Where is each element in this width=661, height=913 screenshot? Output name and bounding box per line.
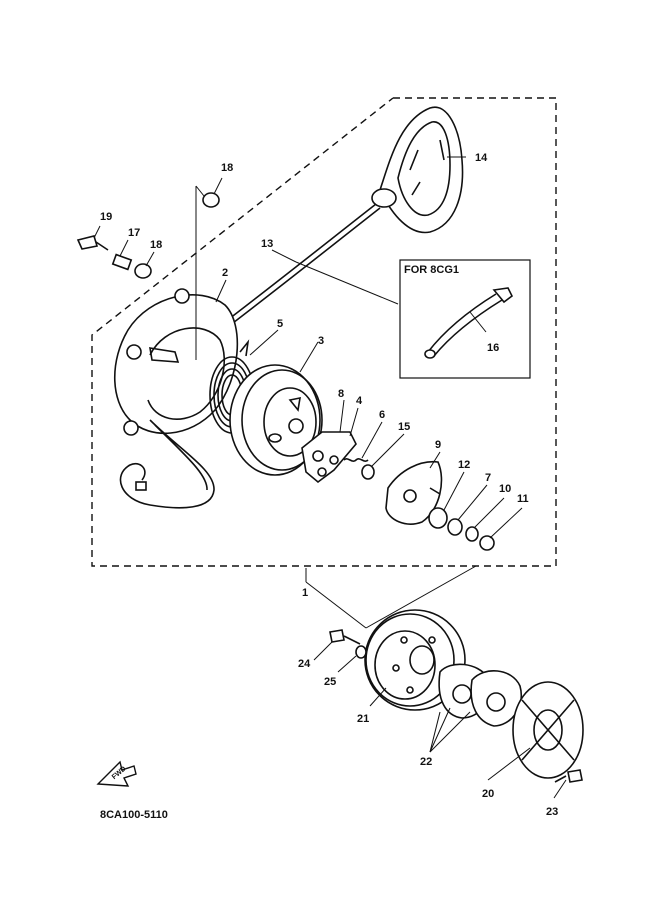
part-23-screw [554,769,583,783]
inset-box [399,259,531,379]
part-18-grommet-lower [134,263,152,279]
callout-3: 3 [318,335,324,347]
part-2-housing [113,288,239,509]
callout-9: 9 [435,439,441,451]
callout-20: 20 [482,788,494,800]
callout-18-upper: 18 [221,162,233,174]
callout-14: 14 [475,152,488,164]
callout-10: 10 [499,483,511,495]
callout-16: 16 [487,342,499,354]
part-15-washer [361,464,375,480]
part-17-collar [111,253,133,271]
callout-8: 8 [338,388,344,400]
fwd-arrow-icon: FWD [96,760,137,787]
assembly-boundary [91,97,557,567]
callout-15: 15 [398,421,410,433]
part-19-bolt [76,235,109,251]
part-10-washer [465,526,479,542]
reference-code: 8CA100-5110 [100,809,168,821]
callout-19: 19 [100,211,112,223]
part-18-grommet-upper [202,192,220,208]
callout-23: 23 [546,806,558,818]
callout-4: 4 [356,395,363,407]
callout-1: 1 [302,587,308,599]
callout-2: 2 [222,267,228,279]
callout-24: 24 [298,658,311,670]
part-7-washer [447,518,463,536]
part-14-handle [371,106,464,234]
leader-lines [93,156,567,799]
part-13-rope [224,203,381,327]
callout-7: 7 [485,472,491,484]
part-24-bolt [329,629,361,645]
callout-25: 25 [324,676,336,688]
callout-12: 12 [458,459,470,471]
callout-22: 22 [420,756,432,768]
callout-17: 17 [128,227,140,239]
part-11-nut [479,535,495,551]
part-3-drum [229,364,323,476]
part-22-gaskets [438,663,523,727]
callout-6: 6 [379,409,385,421]
callout-5: 5 [277,318,283,330]
part-25-washer [355,645,367,659]
part-9-plate [385,461,443,525]
inset-title: FOR 8CG1 [404,264,459,276]
callout-21: 21 [357,713,369,725]
part-16-hose [424,287,514,359]
part-6-spring [343,458,369,462]
callout-11: 11 [517,493,529,505]
part-12-bearing [428,507,448,529]
part-4-pawl [301,431,357,484]
callout-18-lower: 18 [150,239,162,251]
part-20-cover [512,681,584,779]
callout-13: 13 [261,238,273,250]
